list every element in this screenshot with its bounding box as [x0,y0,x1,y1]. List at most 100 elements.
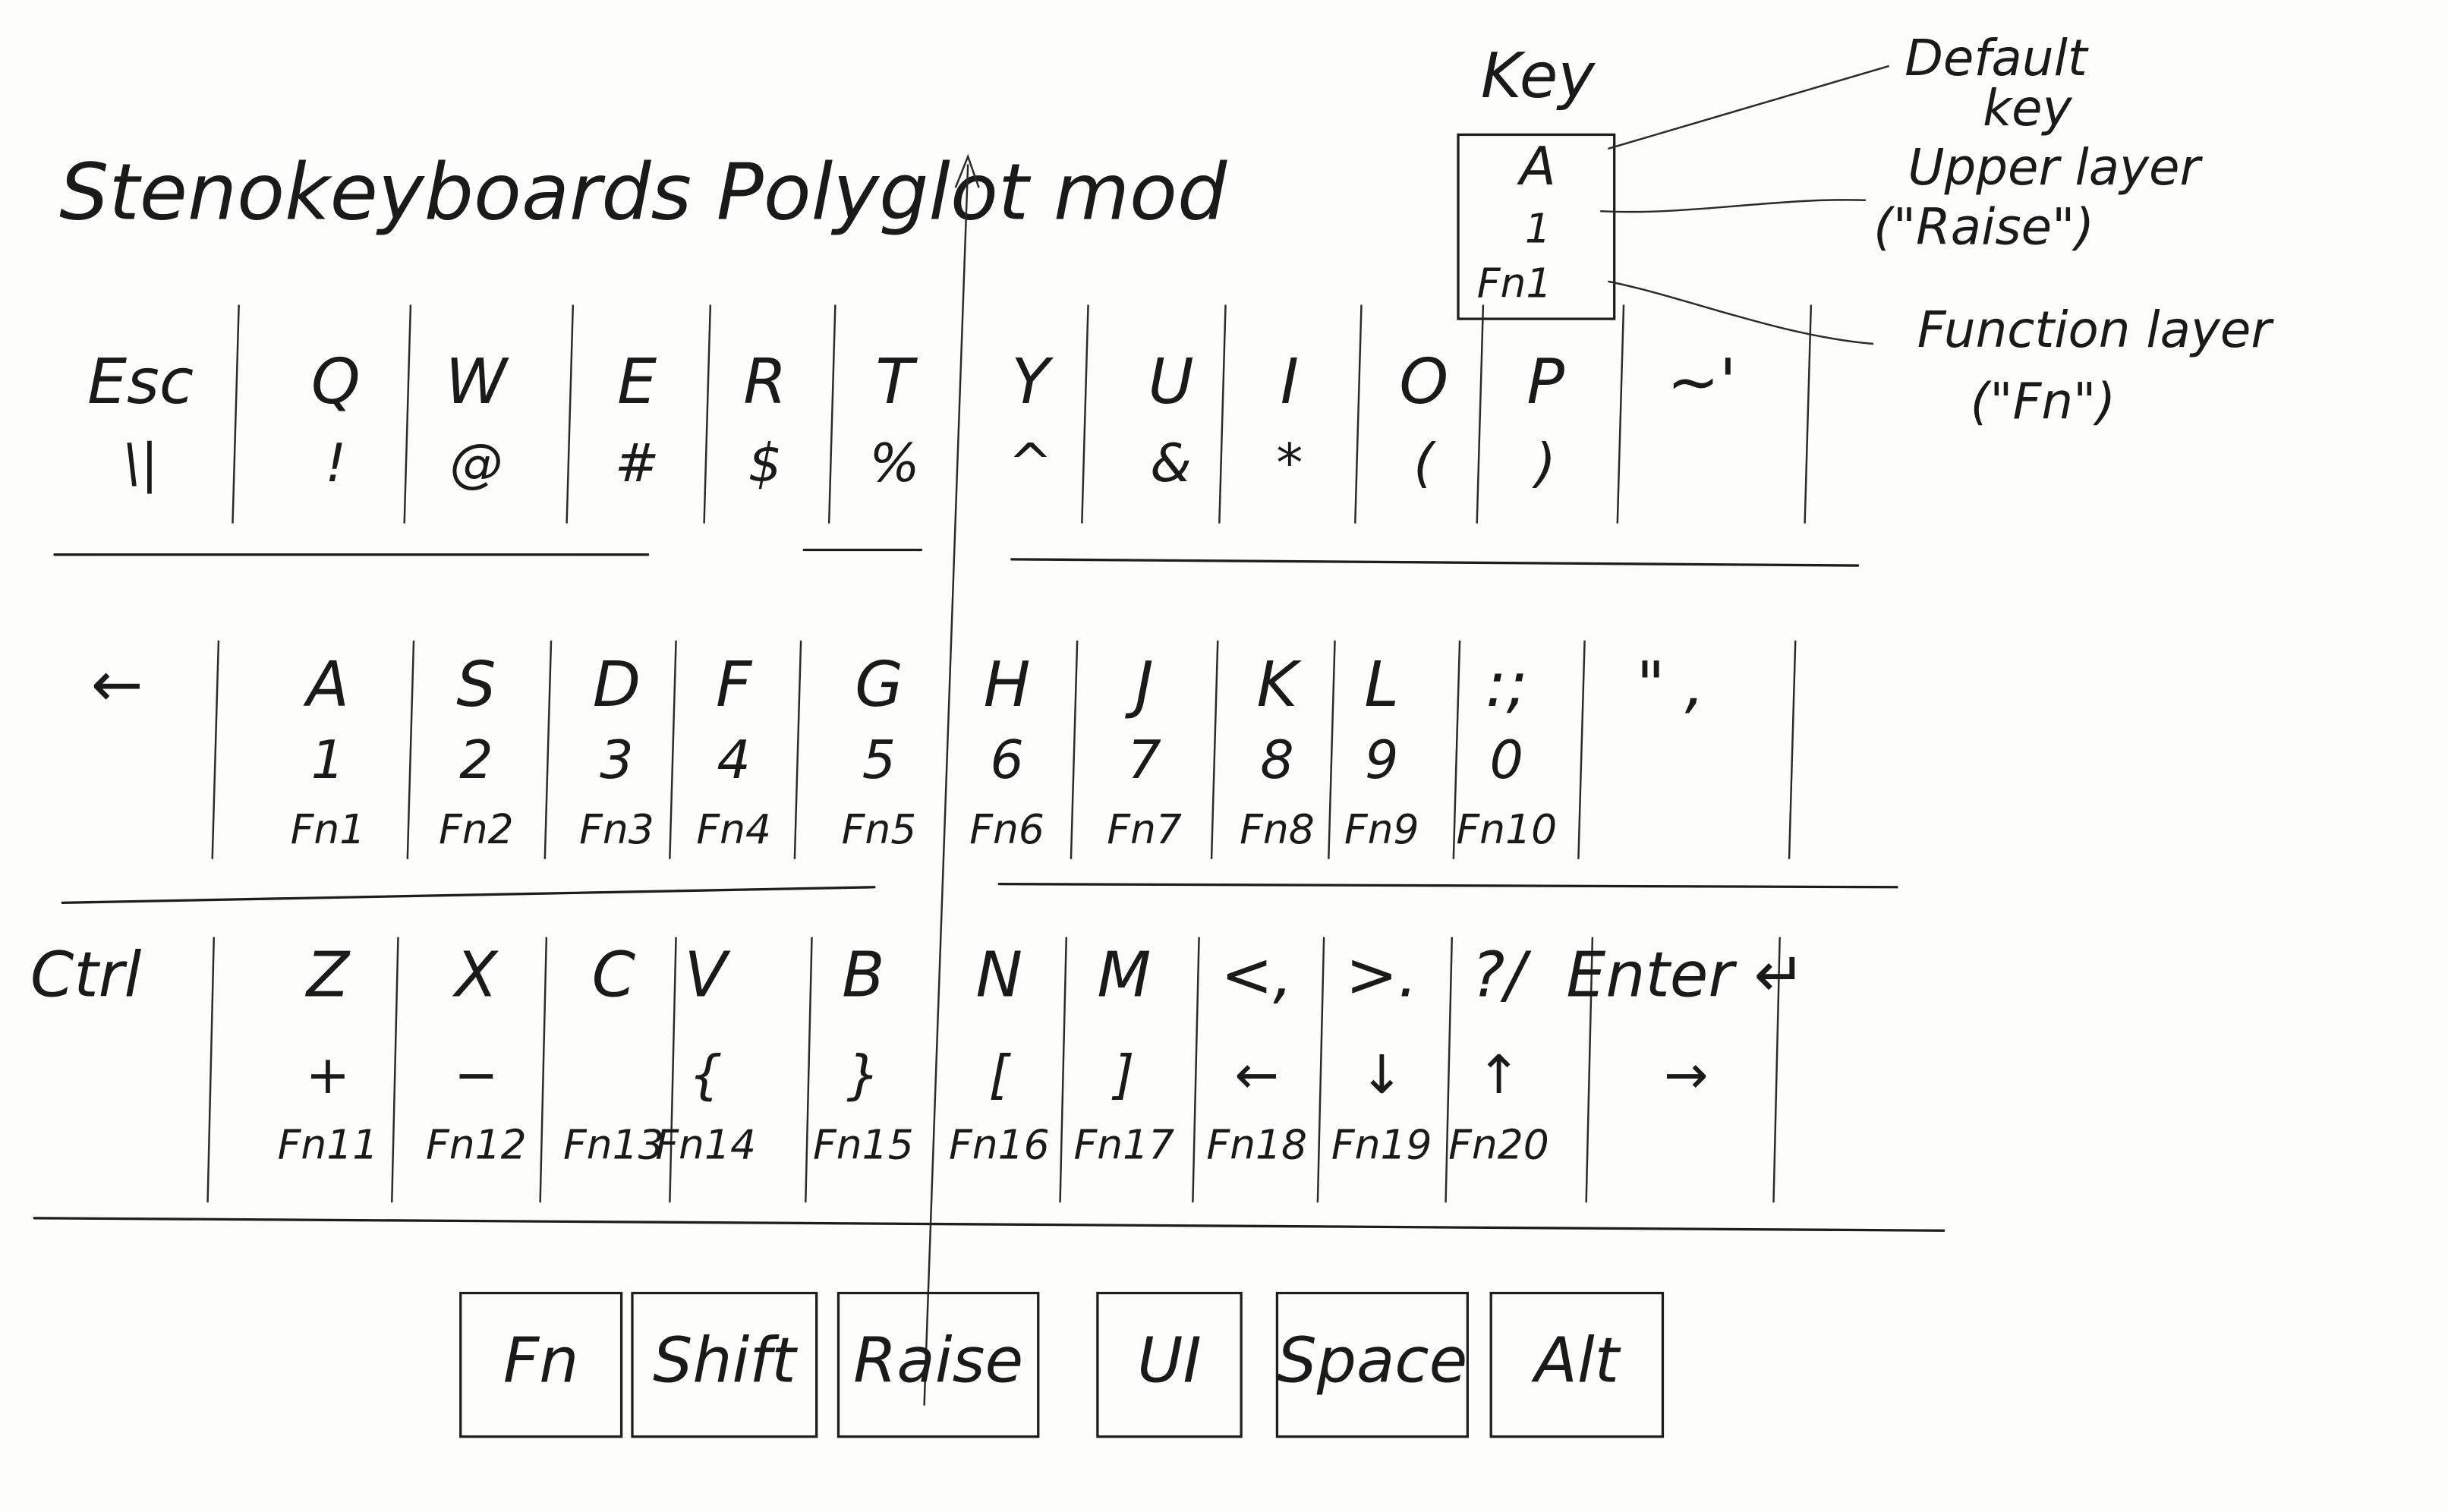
thumb-key-alt[interactable]: Alt [1489,1291,1665,1438]
key-row3-7[interactable]: M]Fn17 [1074,940,1175,1169]
key-row1-5[interactable]: T% [869,346,919,494]
key-raise-label: # [615,433,660,494]
thumb-key-box [836,1291,1040,1438]
key-row3-1[interactable]: Z+Fn11 [278,940,379,1169]
key-fn-label: Fn17 [1074,1121,1175,1169]
key-main-label: A [303,649,349,721]
key-divider [1059,937,1068,1203]
key-main-label: R [743,346,786,418]
key-row3-5[interactable]: B}Fn15 [813,940,914,1169]
key-row3-6[interactable]: N[Fn16 [949,940,1050,1169]
key-row3-8[interactable]: <,←Fn18 [1206,940,1307,1169]
key-divider [1081,304,1089,524]
key-row3-4[interactable]: V{Fn14 [655,940,756,1169]
key-divider [1772,937,1781,1203]
legend-sample-raise: 1 [1525,204,1551,252]
key-row1-3[interactable]: E# [615,346,660,494]
key-fn-label: Fn6 [969,805,1044,853]
legend-pointer-default [1608,65,1890,150]
key-row3-0[interactable]: Ctrl [30,940,142,1012]
thumb-key-label: Space [1278,1325,1468,1397]
key-raise-label: ) [1532,433,1556,494]
legend-default-label: Default [1905,29,2089,87]
key-fn-label: Fn7 [1107,805,1182,853]
key-divider [1316,937,1325,1203]
key-main-label: P [1526,346,1564,418]
key-row1-1[interactable]: Q! [311,346,361,494]
key-row3-2[interactable]: X−Fn12 [426,940,527,1169]
key-main-label: Ctrl [30,940,142,1012]
key-divider [1476,304,1485,524]
legend-fn-label: Function layer [1917,301,2275,359]
key-divider [1585,937,1594,1203]
key-raise-label: 2 [459,729,493,791]
legend-key-box [1457,133,1616,320]
thumb-key-fn[interactable]: Fn [459,1291,623,1438]
key-row2-0[interactable]: ← [91,649,143,721]
key-main-label: G [855,649,903,721]
key-raise-label: − [454,1044,499,1106]
key-raise-label: } [846,1044,880,1106]
key-divider [669,640,677,859]
key-fn-label: Fn10 [1456,805,1557,853]
thumb-key-label: Alt [1531,1325,1621,1397]
key-row3-11[interactable]: Enter ↵→ [1566,940,1806,1107]
legend-raise-label-2: ("Raise") [1873,197,2094,256]
key-raise-label: ] [1111,1044,1134,1106]
thumb-key-ui[interactable]: UI [1096,1291,1243,1438]
key-row1-11[interactable]: ~' [1667,346,1737,418]
key-raise-label: 3 [600,729,633,791]
key-row1-6[interactable]: Y^ [1008,346,1054,494]
key-row3-9[interactable]: >.↓Fn19 [1331,940,1432,1169]
key-main-label: O [1399,346,1448,418]
key-row1-10[interactable]: P) [1526,346,1564,494]
key-row1-9[interactable]: O( [1399,346,1448,494]
thumb-key-box [1489,1291,1665,1438]
thumb-key-space[interactable]: Space [1275,1291,1469,1438]
key-main-label: K [1256,649,1302,721]
key-raise-label: 6 [990,729,1023,791]
key-fn-label: Fn18 [1206,1121,1307,1169]
key-fn-label: Fn9 [1344,805,1419,853]
key-fn-label: Fn8 [1240,805,1315,853]
key-main-label: F [716,649,753,721]
thumb-key-shift[interactable]: Shift [631,1291,818,1438]
key-main-label: J [1124,649,1153,721]
key-divider [1328,640,1336,859]
key-divider [232,304,240,524]
key-raise-label: ↓ [1359,1044,1404,1106]
key-fn-label: Fn20 [1448,1121,1549,1169]
key-row1-7[interactable]: U& [1148,346,1193,494]
key-divider [406,640,415,859]
key-row1-4[interactable]: R$ [743,346,786,494]
legend-pointer-raise [1600,199,1866,213]
key-main-label: " , [1637,649,1705,721]
key-row3-10[interactable]: ?/↑Fn20 [1448,940,1549,1169]
key-row1-0[interactable]: Esc\| [87,346,194,494]
key-divider [539,937,548,1203]
key-main-label: Enter ↵ [1566,940,1806,1012]
key-raise-label: [ [989,1044,1012,1106]
key-row1-2[interactable]: W@ [446,346,509,494]
key-main-label: Esc [87,346,194,418]
key-divider [391,937,399,1203]
thumb-key-label: UI [1137,1325,1201,1397]
key-row2-11[interactable]: " , [1637,649,1705,721]
key-row1-8[interactable]: I* [1276,346,1303,494]
key-divider [1577,640,1586,859]
thumb-key-raise[interactable]: Raise [836,1291,1040,1438]
key-main-label: Y [1011,346,1054,418]
